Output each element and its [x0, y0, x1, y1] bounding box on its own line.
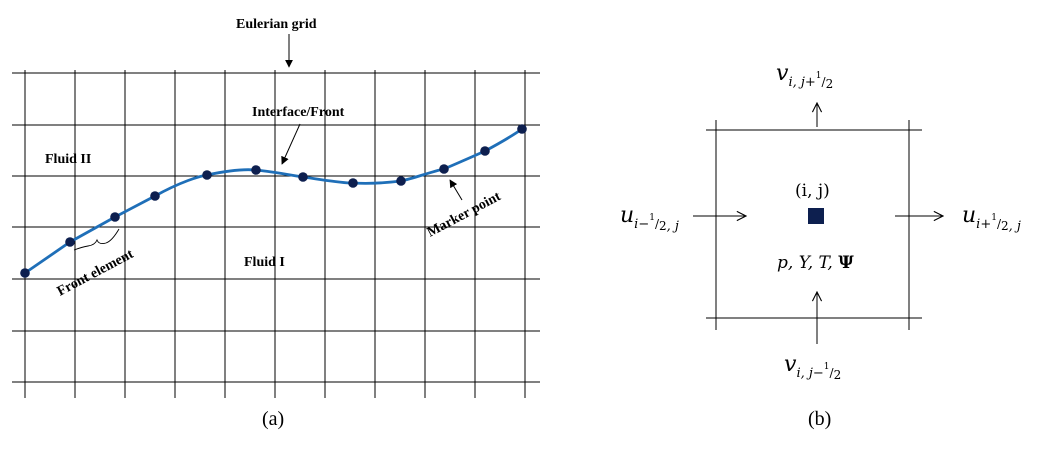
control-volume: [706, 120, 922, 330]
panel-b-caption: (b): [808, 408, 831, 430]
v-bottom-den: 2: [834, 368, 842, 382]
u-right-label: ui+1/2, j: [962, 203, 1021, 234]
v-top-den: 2: [826, 77, 834, 91]
u-left-sub-pre: i−: [634, 217, 649, 232]
marker-point: [298, 172, 308, 182]
marker-point: [517, 124, 527, 134]
v-bottom-num: 1: [824, 362, 830, 372]
front-element-brace: [73, 228, 120, 251]
v-bottom-sub: i, j−: [796, 366, 823, 381]
fluid-ii-label: Fluid II: [45, 152, 91, 167]
marker-point: [480, 146, 490, 156]
marker-point: [348, 178, 358, 188]
u-right-sub-pre: i+: [976, 217, 991, 232]
cell-variables-psi: Ψ: [838, 253, 854, 273]
u-left-slash: /: [655, 217, 660, 231]
marker-point: [20, 268, 30, 278]
cell-center-marker: [808, 208, 824, 224]
eulerian-grid: [12, 70, 540, 398]
u-right-den: 2: [1001, 219, 1009, 233]
interface-label: Interface/Front: [252, 105, 345, 120]
v-bottom-base: v: [784, 352, 797, 377]
marker-points: [20, 124, 527, 278]
u-left-sub-post: , j: [667, 219, 679, 234]
marker-point-arrow: [449, 179, 463, 201]
fluid-i-label: Fluid I: [244, 255, 285, 270]
marker-point: [110, 212, 120, 222]
cell-variables-label: p, Y, T, Ψ: [777, 253, 854, 273]
u-right-num: 1: [991, 213, 997, 223]
u-right-base: u: [962, 203, 976, 228]
marker-point: [439, 164, 449, 174]
v-top-base: v: [776, 61, 789, 86]
u-left-den: 2: [659, 219, 667, 233]
interface-curve: [24, 127, 523, 275]
v-bottom-label: vi, j−1/2: [784, 352, 841, 382]
interface-arrow: [281, 123, 301, 165]
u-right-slash: /: [997, 217, 1002, 231]
marker-point: [202, 170, 212, 180]
marker-point: [396, 176, 406, 186]
u-left-num: 1: [649, 213, 655, 223]
front-element-label: Front element: [55, 247, 137, 300]
u-right-sub-post: , j: [1009, 219, 1021, 234]
v-bottom-slash: /: [830, 366, 835, 380]
u-left-label: ui−1/2, j: [620, 203, 679, 234]
marker-point: [150, 191, 160, 201]
marker-point: [251, 165, 261, 175]
cell-index-label: (i, j): [795, 181, 830, 201]
eulerian-grid-label: Eulerian grid: [236, 17, 317, 32]
panel-b: (i, j) p, Y, T, Ψ vi, j+1/2 vi, j−1/2 ui…: [620, 61, 1021, 430]
v-top-slash: /: [822, 75, 827, 89]
marker-point-label: Marker point: [425, 189, 504, 240]
u-left-base: u: [620, 203, 634, 228]
cell-variables-main: p, Y, T,: [777, 253, 838, 273]
v-top-sub: i, j+: [788, 75, 815, 90]
v-top-num: 1: [816, 71, 822, 81]
panel-a-caption: (a): [262, 408, 284, 430]
panel-a: Eulerian grid Interface/Front Fluid II F…: [12, 17, 540, 430]
v-top-label: vi, j+1/2: [776, 61, 833, 91]
marker-point: [65, 237, 75, 247]
